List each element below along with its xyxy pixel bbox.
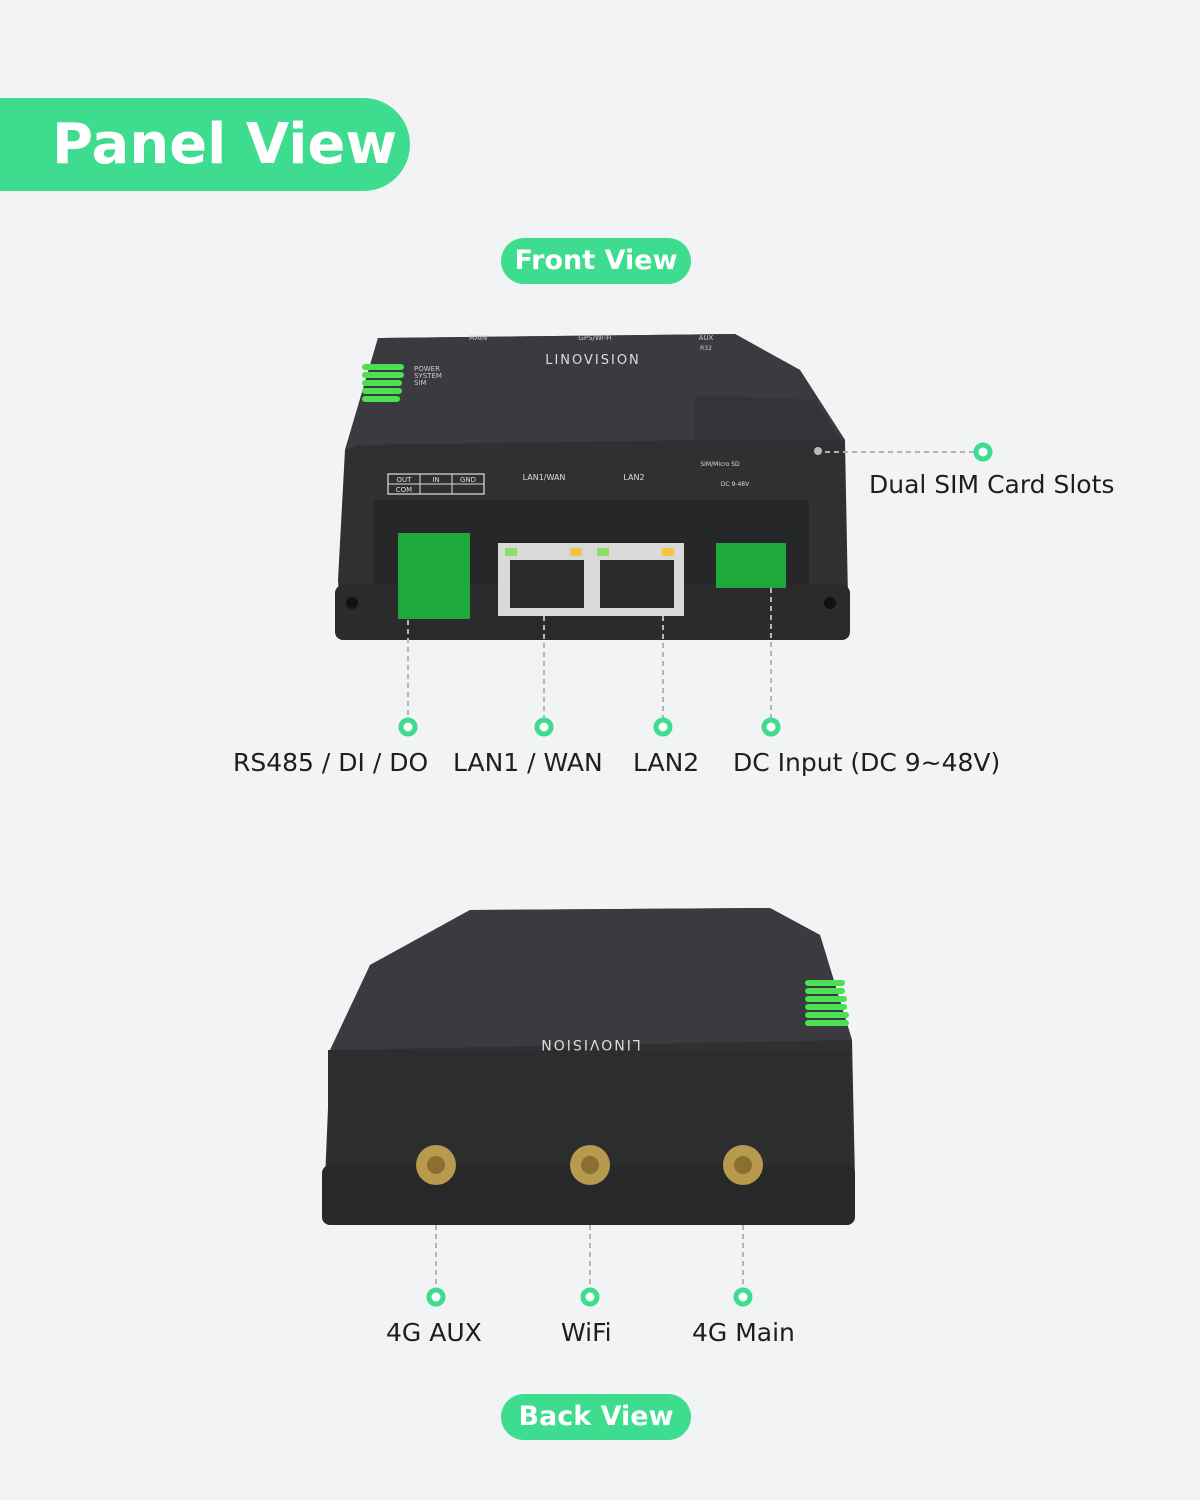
antenna-label-aux: AUX	[699, 334, 714, 342]
terminal-block-connector	[398, 533, 470, 619]
antenna-label-gps-wifi: GPS/Wi-Fi	[578, 334, 611, 342]
back-view-badge: Back View	[501, 1394, 691, 1440]
callout-lan1-wan: LAN1 / WAN	[453, 748, 603, 777]
callout-dc-input: DC Input (DC 9~48V)	[733, 748, 1001, 777]
callout-4g-main: 4G Main	[692, 1318, 795, 1347]
back-brand-logo: LINOVISION	[539, 1036, 640, 1052]
led-label-sim: SIM	[414, 379, 427, 387]
panel-view-banner: Panel View	[0, 98, 410, 191]
port-label-in: IN	[432, 476, 439, 484]
antenna-connectors	[416, 1145, 763, 1185]
callout-sim-slots: Dual SIM Card Slots	[869, 470, 1115, 499]
port-label-out: OUT	[397, 476, 413, 484]
front-view-badge: Front View	[501, 238, 691, 284]
port-label-lan1-wan: LAN1/WAN	[523, 473, 566, 482]
model-label: R32	[700, 345, 712, 352]
front-device-image: LINOVISION MAIN GPS/Wi-Fi AUX R32 POWER …	[335, 334, 850, 640]
callout-lan2: LAN2	[633, 748, 700, 777]
callout-markers	[398, 442, 993, 1307]
led-label-system: SYSTEM	[414, 372, 442, 380]
antenna-label-main: MAIN	[469, 334, 487, 342]
port-label-dc: DC 9-48V	[721, 481, 750, 488]
callout-4g-aux: 4G AUX	[386, 1318, 482, 1347]
brand-logo: LINOVISION	[545, 353, 641, 368]
callout-rs485: RS485 / DI / DO	[233, 748, 429, 777]
port-label-gnd: GND	[460, 476, 476, 484]
dc-power-connector	[716, 543, 786, 588]
port-label-lan2: LAN2	[623, 473, 644, 482]
callout-wifi: WiFi	[561, 1318, 612, 1347]
port-label-com: COM	[396, 486, 412, 494]
led-label-power: POWER	[414, 365, 440, 373]
back-device-image: LINOVISION	[322, 908, 855, 1225]
port-label-sim-sd: SIM/Micro SD	[700, 461, 740, 468]
